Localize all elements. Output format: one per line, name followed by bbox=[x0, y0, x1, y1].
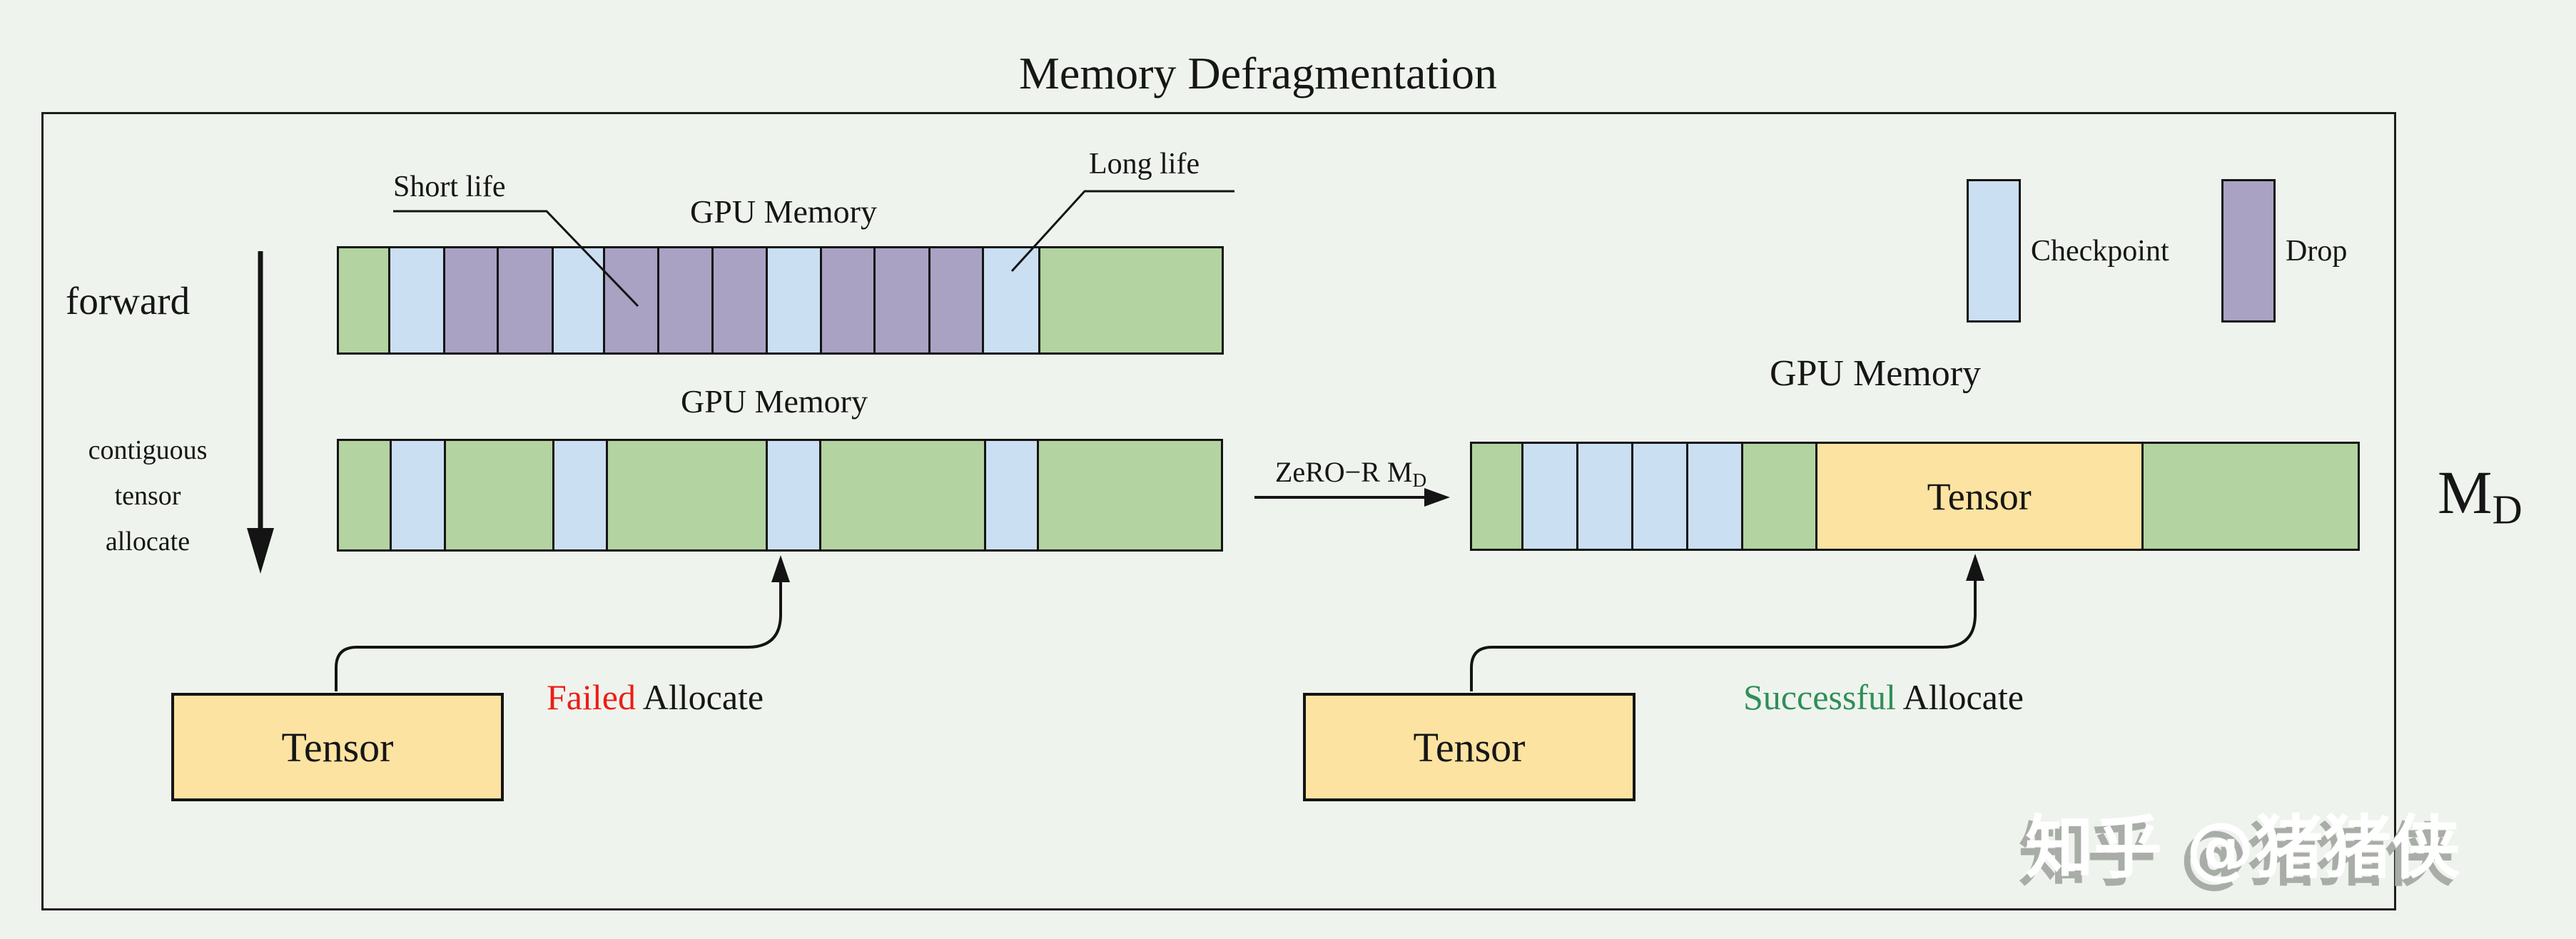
memory-segment-purple bbox=[442, 248, 497, 352]
md-subscript: D bbox=[2492, 486, 2522, 533]
memory-segment-purple bbox=[819, 248, 873, 352]
successful-allocate-label: Successful Allocate bbox=[1743, 676, 2024, 718]
contiguous-tensor-allocate-label: contiguous tensor allocate bbox=[61, 428, 235, 564]
drop-label: Drop bbox=[2286, 234, 2348, 268]
drop-swatch bbox=[2221, 179, 2276, 323]
memory-segment-blue bbox=[984, 441, 1038, 549]
memory-segment-blue bbox=[552, 248, 603, 352]
long-life-label: Long life bbox=[1089, 148, 1200, 181]
diagram-border-box bbox=[41, 112, 2396, 910]
memory-segment-blue bbox=[1521, 444, 1576, 549]
legend-item-drop: Drop bbox=[2221, 179, 2347, 323]
allocate-word-right: Allocate bbox=[1902, 677, 2024, 717]
memory-segment-blue bbox=[390, 441, 445, 549]
gpu-memory-label-after-free: GPU Memory bbox=[681, 383, 868, 420]
contiguous-line-1: contiguous bbox=[88, 435, 208, 465]
memory-segment-blue bbox=[765, 441, 819, 549]
memory-segment-blue bbox=[552, 441, 606, 549]
checkpoint-label: Checkpoint bbox=[2031, 234, 2169, 268]
memory-segment-purple bbox=[496, 248, 552, 352]
memory-segment-purple bbox=[928, 248, 983, 352]
failed-word: Failed bbox=[547, 677, 636, 717]
gpu-memory-label-defrag: GPU Memory bbox=[1769, 353, 1982, 394]
legend-item-checkpoint: Checkpoint bbox=[1967, 179, 2169, 323]
memory-segment-green bbox=[444, 441, 552, 549]
short-life-label: Short life bbox=[393, 171, 506, 203]
memory-segment-green bbox=[1037, 441, 1222, 549]
gpu-memory-bar-defragmented: Tensor bbox=[1470, 442, 2360, 551]
memory-segment-green bbox=[339, 441, 390, 549]
allocate-word-left: Allocate bbox=[642, 677, 764, 717]
memory-segment-blue bbox=[1631, 444, 1686, 549]
failed-allocate-label: Failed Allocate bbox=[547, 676, 764, 718]
memory-segment-green bbox=[1472, 444, 1522, 549]
zero-r-prefix: ZeRO−R M bbox=[1274, 456, 1413, 488]
zero-r-subscript: D bbox=[1412, 469, 1427, 491]
memory-segment-blue bbox=[766, 248, 820, 352]
memory-segment-purple bbox=[656, 248, 712, 352]
contiguous-line-3: allocate bbox=[105, 526, 191, 557]
memory-segment-blue bbox=[982, 248, 1038, 352]
memory-segment-green bbox=[339, 248, 389, 352]
tensor-box-left: Tensor bbox=[171, 693, 504, 801]
memory-segment-purple bbox=[711, 248, 766, 352]
diagram-title: Memory Defragmentation bbox=[1019, 48, 1497, 98]
memory-segment-purple bbox=[602, 248, 657, 352]
md-memory-symbol: MD bbox=[2438, 457, 2522, 534]
checkpoint-swatch bbox=[1967, 179, 2021, 323]
gpu-memory-label-before: GPU Memory bbox=[690, 193, 877, 230]
memory-segment-green bbox=[818, 441, 985, 549]
memory-segment-blue bbox=[388, 248, 443, 352]
gpu-memory-bar-before bbox=[337, 246, 1224, 355]
tensor-in-bar-label: Tensor bbox=[1927, 474, 2032, 518]
memory-segment-yellow: Tensor bbox=[1815, 444, 2141, 549]
contiguous-line-2: tensor bbox=[114, 480, 181, 511]
memory-segment-green bbox=[605, 441, 766, 549]
zhihu-watermark: 知乎 @猪猪侠 bbox=[2025, 808, 2460, 888]
successful-word: Successful bbox=[1743, 677, 1896, 717]
memory-segment-purple bbox=[873, 248, 929, 352]
forward-label: forward bbox=[66, 279, 191, 323]
zero-r-md-label: ZeRO−R MD bbox=[1275, 455, 1426, 492]
tensor-box-right: Tensor bbox=[1303, 693, 1636, 801]
memory-segment-green bbox=[2141, 444, 2358, 549]
memory-segment-blue bbox=[1576, 444, 1632, 549]
gpu-memory-bar-after-free bbox=[337, 439, 1223, 552]
memory-segment-blue bbox=[1685, 444, 1741, 549]
memory-segment-green bbox=[1740, 444, 1815, 549]
md-main: M bbox=[2438, 458, 2493, 527]
memory-segment-green bbox=[1038, 248, 1222, 352]
